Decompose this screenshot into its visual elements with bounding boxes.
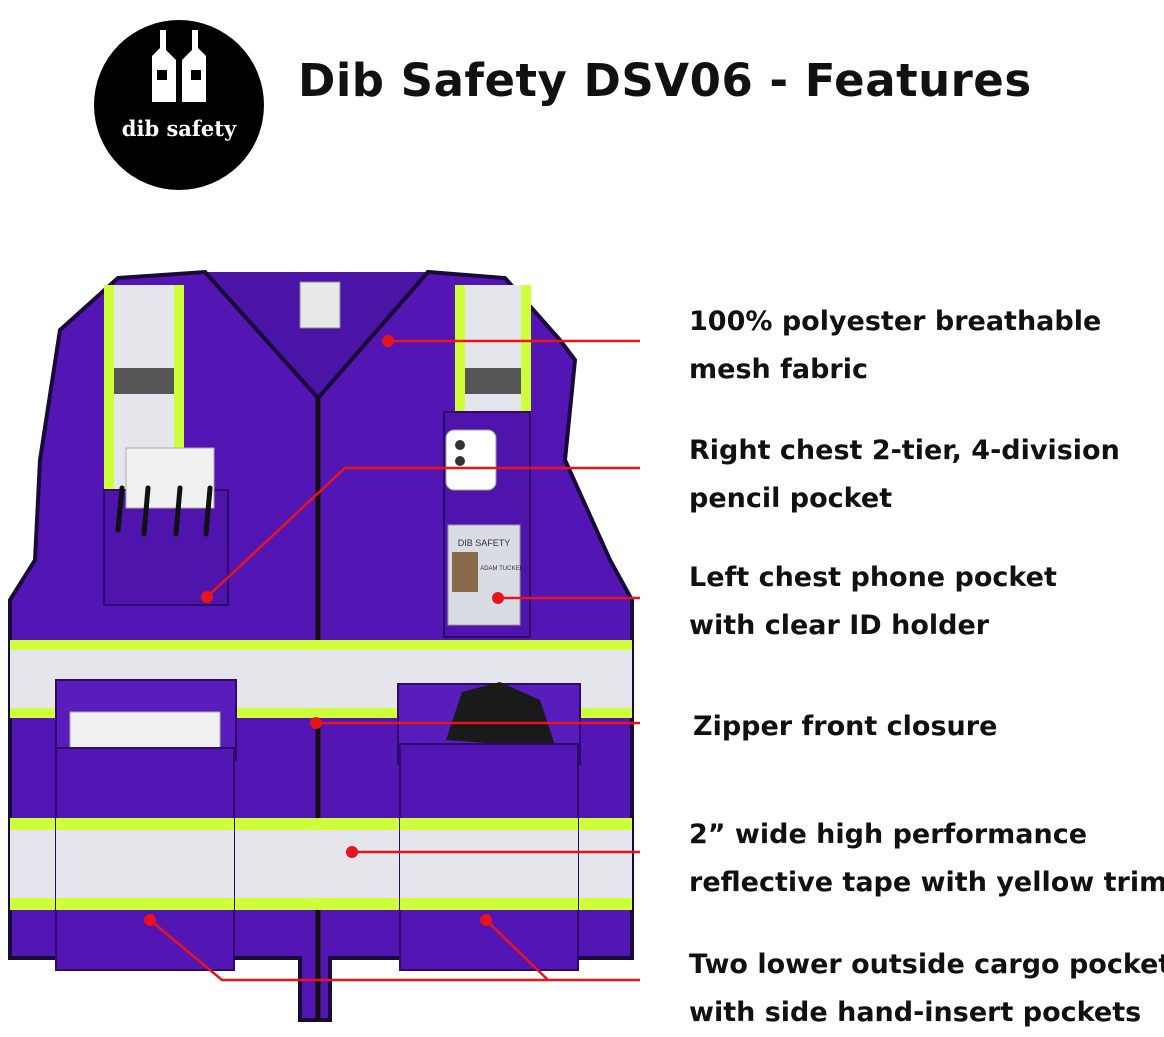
feature-line: 2” wide high performance	[689, 819, 1088, 850]
feature-line: Left chest phone pocket	[689, 562, 1057, 593]
feature-line: pencil pocket	[689, 483, 893, 514]
feature-line: reflective tape with yellow trim	[689, 867, 1164, 898]
callout-lines	[149, 339, 640, 982]
cargo-pocket-left	[55, 679, 237, 971]
feature-zipper: Zipper front closure	[693, 703, 997, 751]
brand-logo: dib safety	[94, 20, 264, 190]
feature-mesh: 100% polyester breathable mesh fabric	[689, 298, 1101, 394]
feature-line: Right chest 2-tier, 4-division	[689, 435, 1120, 466]
feature-phone-pocket: Left chest phone pocket with clear ID ho…	[689, 554, 1057, 650]
badge-brand: DIB SAFETY	[458, 538, 511, 548]
mesh-back	[205, 272, 428, 398]
label-tag	[299, 281, 341, 329]
feature-pencil-pocket: Right chest 2-tier, 4-division pencil po…	[689, 427, 1120, 523]
feature-line: with clear ID holder	[689, 610, 990, 641]
pencil-pocket	[103, 447, 229, 606]
feature-line: Two lower outside cargo pockets	[689, 949, 1164, 980]
feature-line: Zipper front closure	[693, 711, 998, 742]
feature-line: with side hand-insert pockets	[689, 997, 1142, 1028]
phone-pocket: DIB SAFETY ADAM TUCKER	[443, 411, 531, 638]
cargo-pocket-right	[397, 682, 581, 971]
vest-logo-icon	[152, 30, 206, 102]
page-title: Dib Safety DSV06 - Features	[298, 54, 1032, 107]
badge-name: ADAM TUCKER	[480, 566, 524, 572]
callout-dots	[144, 335, 504, 926]
shoulder-stripe-right	[455, 285, 531, 415]
feature-line: mesh fabric	[689, 354, 869, 385]
vest-illustration: DIB SAFETY ADAM TUCKER	[8, 269, 640, 1022]
feature-line: 100% polyester breathable	[689, 306, 1102, 337]
logo-text: dib safety	[121, 116, 237, 141]
feature-reflective-tape: 2” wide high performance reflective tape…	[689, 811, 1164, 907]
feature-cargo-pockets: Two lower outside cargo pockets with sid…	[689, 941, 1164, 1037]
